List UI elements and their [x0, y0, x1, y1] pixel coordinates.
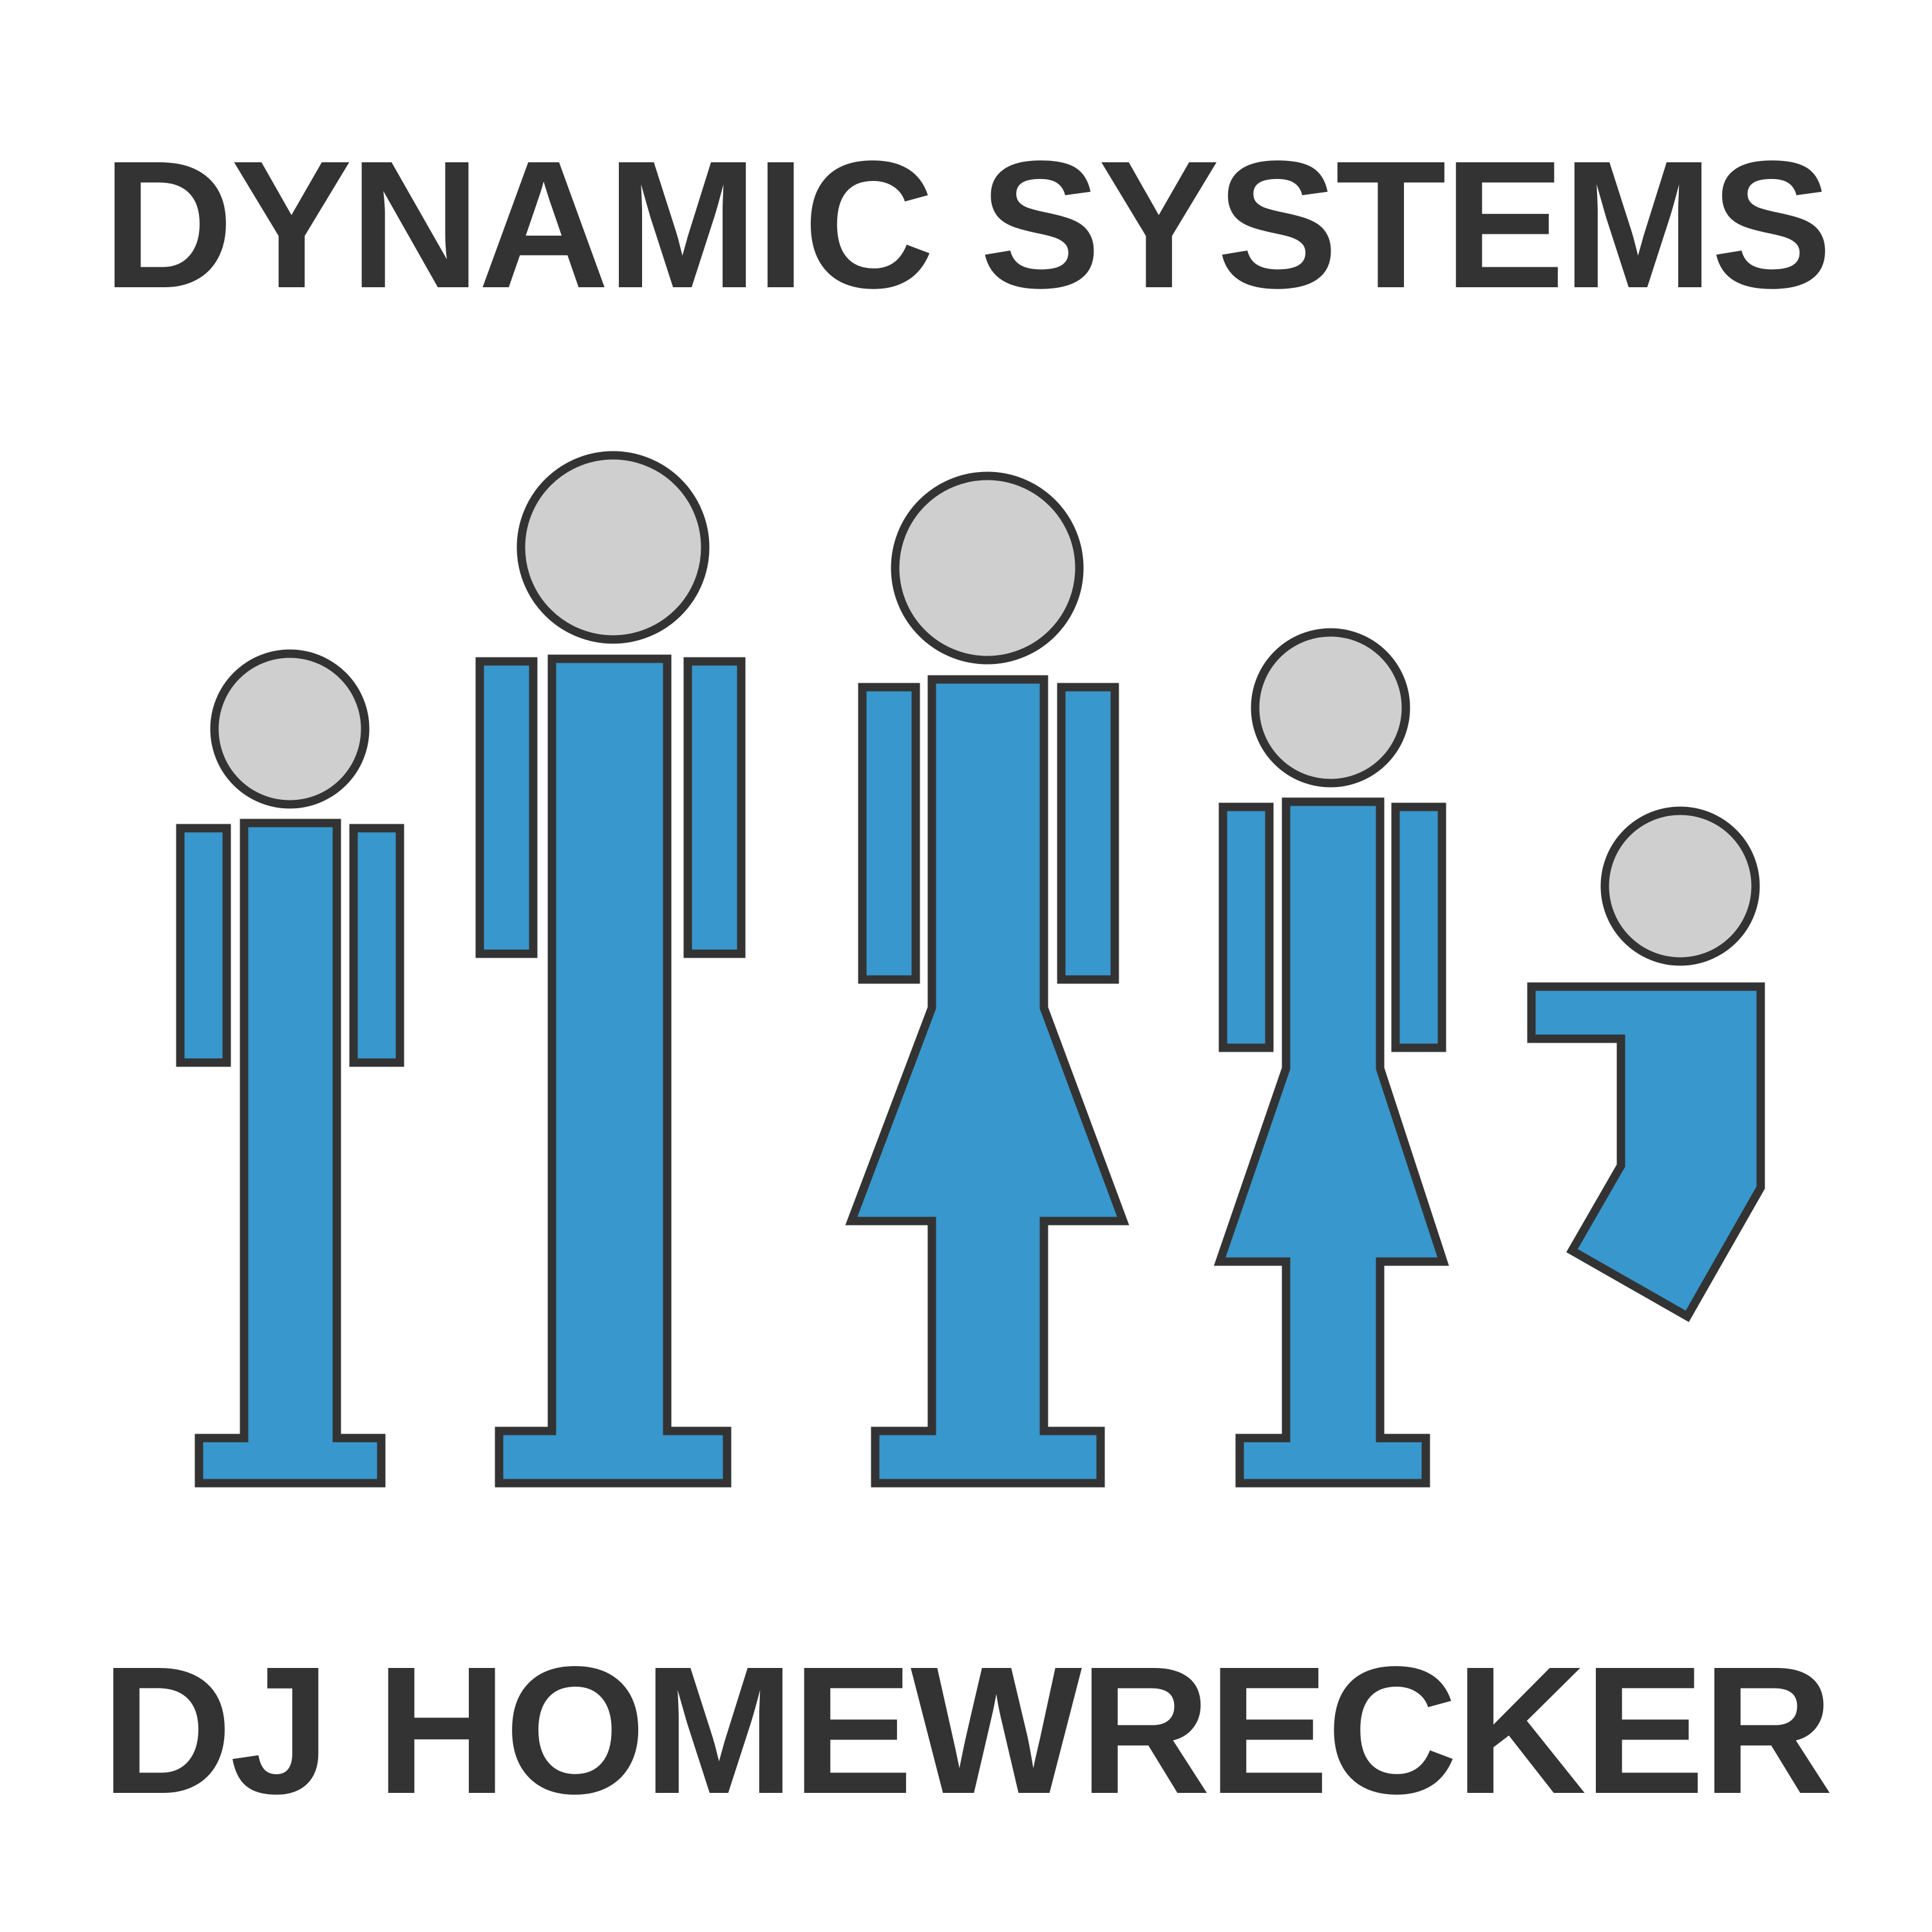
man-small-figure [176, 649, 404, 1488]
head-icon [210, 649, 370, 809]
dress-body-shape [845, 675, 1130, 1488]
head-icon [1251, 628, 1410, 788]
body-shape [495, 654, 732, 1488]
left-arm-shape [1218, 802, 1274, 1052]
child-seated-figure [1527, 806, 1765, 1322]
album-title: DJ HOMEWRECKER [101, 1629, 1833, 1832]
man-tall-figure [475, 451, 746, 1488]
dress-body-shape [1213, 797, 1449, 1488]
left-arm-shape [475, 657, 538, 958]
woman-small-figure [1213, 628, 1449, 1488]
head-icon [891, 471, 1084, 665]
right-arm-shape [349, 824, 404, 1067]
right-arm-shape [1057, 683, 1119, 984]
left-arm-shape [176, 824, 231, 1067]
body-shape [194, 819, 386, 1488]
right-arm-shape [683, 657, 746, 958]
artist-title: DYNAMIC SYSTEMS [102, 123, 1832, 326]
head-icon [1600, 806, 1760, 966]
head-icon [516, 451, 710, 644]
woman-tall-figure [845, 471, 1130, 1488]
seated-body-shape [1527, 982, 1765, 1322]
right-arm-shape [1391, 802, 1446, 1052]
left-arm-shape [858, 683, 920, 984]
